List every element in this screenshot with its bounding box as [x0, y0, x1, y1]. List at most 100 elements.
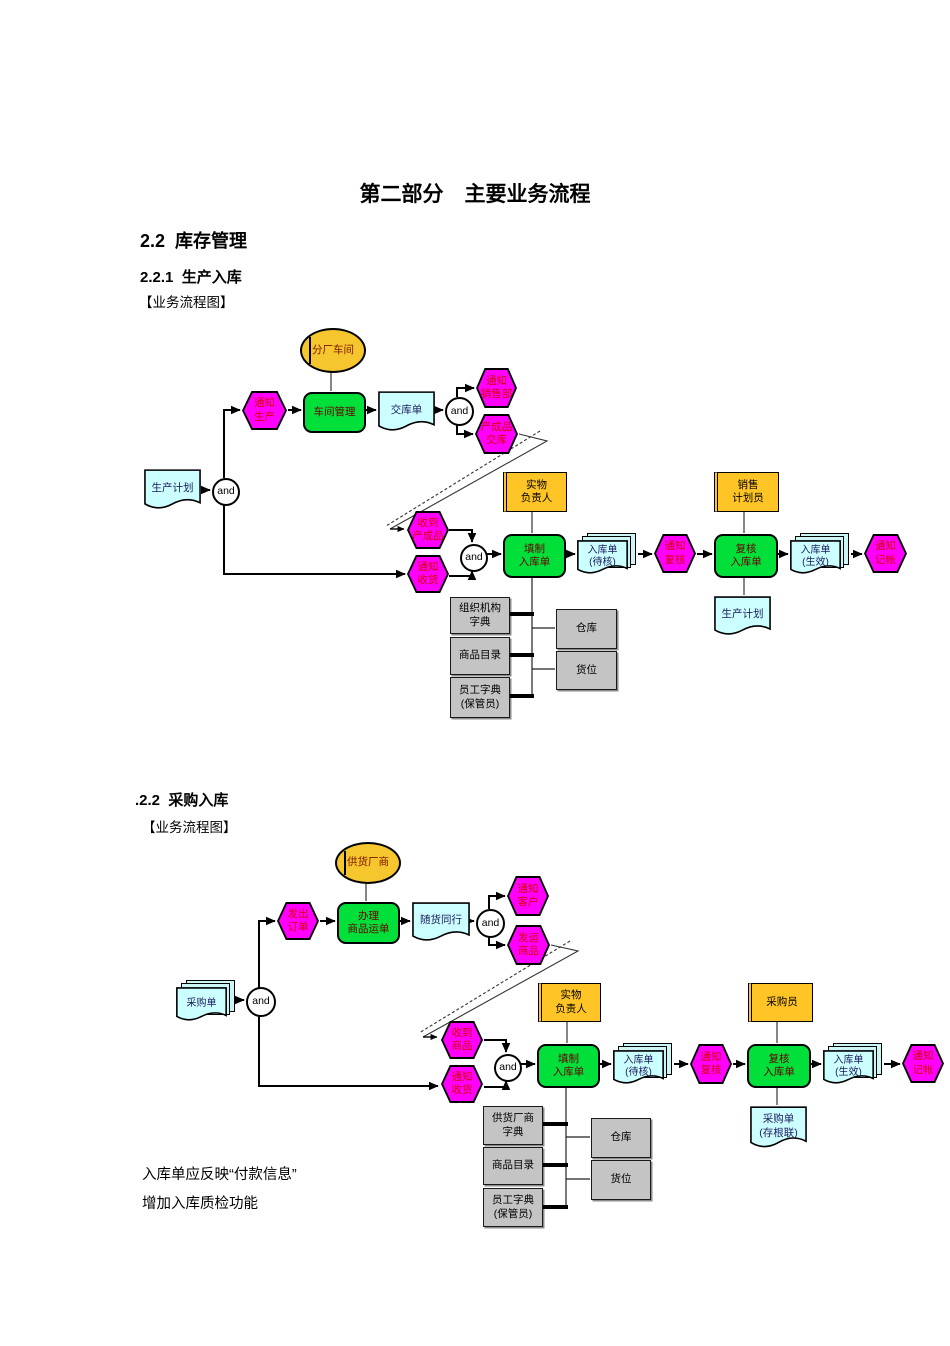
node-label: 办理 商品运单 — [347, 909, 390, 935]
shape-fill — [656, 536, 694, 571]
node-label: 通知 复核 — [664, 540, 686, 566]
node-label: 收到 商品 — [451, 1026, 473, 1052]
hex-issue-order: 发出 订单 — [277, 902, 319, 940]
and-connector: and — [460, 544, 488, 572]
hex-receive-goods: 收到 商品 — [441, 1021, 483, 1059]
datastore-org-dictionary: 组织机构 字典 — [450, 597, 510, 634]
datastore-product-catalog: 商品目录 — [483, 1147, 543, 1185]
stack-receipt-effective: 入库单 (生效) — [790, 533, 850, 575]
and-connector: and — [212, 478, 240, 506]
node-label: and — [217, 485, 235, 498]
node-label: 商品目录 — [459, 649, 501, 662]
page-title: 第二部分 主要业务流程 — [359, 181, 591, 206]
hex-notify-receiving: 通知 收货 — [441, 1065, 483, 1103]
subsection-heading-production: 2.2.1 生产入库 — [140, 269, 242, 286]
note-quality-check: 增加入库质检功能 — [142, 1196, 258, 1212]
hex-notify-bookkeeping: 通知 记帐 — [864, 534, 907, 573]
shape-fill — [478, 370, 515, 406]
node-label: and — [252, 995, 270, 1008]
figure-label-1: 【业务流程图】 — [139, 295, 234, 310]
node-label: 生产计划 — [721, 608, 764, 621]
node-label: and — [499, 1061, 517, 1074]
node-label: and — [465, 551, 483, 564]
hex-notify-production: 通知 生产 — [242, 391, 287, 430]
org-marker — [309, 337, 311, 364]
datastore-supplier-dictionary: 供货厂商 字典 — [483, 1106, 543, 1145]
node-label: 仓库 — [610, 1131, 632, 1144]
datastore-location: 货位 — [591, 1160, 651, 1200]
document-purchase-orders: 采购单 — [176, 987, 227, 1025]
node-label: 随货同行 — [420, 914, 462, 927]
process-fill-receipt: 填制 入库单 — [537, 1044, 600, 1088]
node-label: 通知 收货 — [451, 1070, 473, 1096]
node-label: and — [481, 916, 500, 929]
document-receipt-effective: 入库单 (生效) — [790, 540, 841, 578]
node-label: 通知 客户 — [517, 882, 539, 908]
shape-fill — [904, 1046, 942, 1081]
node-label: 入库单 (待核) — [623, 1054, 654, 1079]
node-label: 通知 记帐 — [912, 1050, 934, 1076]
document-accompany-goods: 随货同行 — [412, 902, 470, 946]
hex-finished-goods-delivery: 产成品 交库 — [475, 414, 518, 454]
note-payment-info: 入库单应反映“付款信息” — [142, 1167, 297, 1183]
document-receipt-pending: 入库单 (待核) — [577, 540, 628, 578]
document-receipt-pending: 入库单 (待核) — [613, 1050, 664, 1088]
node-label: 实物 负责人 — [555, 989, 587, 1015]
hex-notify-review: 通知 复核 — [654, 534, 696, 573]
process-handle-waybill: 办理 商品运单 — [337, 902, 400, 944]
node-label: 复核 入库单 — [730, 542, 762, 568]
process-workshop-management: 车间管理 — [303, 392, 366, 433]
role-physical-owner: 实物 负责人 — [538, 983, 601, 1022]
shape-fill — [866, 536, 905, 571]
node-label: 复核 入库单 — [763, 1052, 795, 1078]
stack-receipt-pending: 入库单 (待核) — [613, 1043, 673, 1085]
node-label: 生产计划 — [151, 481, 194, 494]
section-heading: 2.2 库存管理 — [140, 231, 248, 251]
document-receipt-effective: 入库单 (生效) — [823, 1050, 874, 1088]
node-label: 产成品 交库 — [480, 420, 513, 446]
and-connector: and — [246, 987, 276, 1017]
stack-receipt-effective: 入库单 (生效) — [823, 1043, 883, 1085]
shape-fill — [443, 1067, 481, 1101]
shape-fill — [244, 393, 285, 428]
datastore-employee-dictionary: 员工字典 (保管员) — [483, 1188, 543, 1227]
process-review-receipt: 复核 入库单 — [714, 534, 778, 578]
shape-fill — [509, 878, 547, 914]
node-label: 填制 入库单 — [552, 1052, 585, 1078]
node-label: 仓库 — [576, 622, 597, 635]
subsection-heading-purchase: .2.2 采购入库 — [135, 792, 229, 809]
stack-purchase-orders: 采购单 — [176, 980, 237, 1022]
node-label: 通知 生产 — [254, 397, 275, 423]
node-label: 收到 产成品 — [412, 516, 444, 542]
node-label: 员工字典 (保管员) — [492, 1194, 534, 1220]
node-label: 实物 负责人 — [520, 478, 553, 504]
hex-receive-finished-goods: 收到 产成品 — [407, 511, 449, 549]
org-marker — [344, 851, 346, 875]
document-purchase-order-stub: 采购单 (存根联) — [750, 1106, 807, 1153]
figure-label-2: 【业务流程图】 — [142, 820, 237, 835]
hex-notify-review: 通知 复核 — [690, 1044, 732, 1084]
shape-fill — [692, 1046, 730, 1082]
document-production-plan-2: 生产计划 — [714, 596, 771, 640]
org-ellipse-branch-workshop: 分厂车间 — [300, 328, 366, 373]
node-label: 通知 复核 — [700, 1050, 722, 1076]
node-label: 组织机构 字典 — [459, 602, 501, 628]
document-delivery-note: 交库单 — [378, 391, 435, 436]
hex-notify-bookkeeping: 通知 记帐 — [902, 1044, 944, 1083]
role-physical-owner: 实物 负责人 — [503, 472, 567, 512]
datastore-product-catalog: 商品目录 — [450, 637, 510, 675]
node-label: 车间管理 — [313, 405, 356, 418]
datastore-warehouse: 仓库 — [556, 609, 617, 649]
node-label: 通知 收货 — [417, 560, 439, 586]
datastore-location: 货位 — [556, 651, 617, 690]
datastore-employee-dictionary: 员工字典 (保管员) — [450, 677, 510, 718]
datastore-warehouse: 仓库 — [591, 1118, 651, 1158]
node-label: 商品目录 — [492, 1159, 534, 1172]
node-label: 通知 记帐 — [875, 540, 896, 566]
node-label: 货位 — [610, 1173, 632, 1186]
node-label: 入库单 (生效) — [800, 544, 831, 569]
node-label: 货位 — [576, 663, 597, 676]
node-label: 入库单 (生效) — [833, 1054, 864, 1079]
node-label: 填制 入库单 — [518, 542, 551, 568]
